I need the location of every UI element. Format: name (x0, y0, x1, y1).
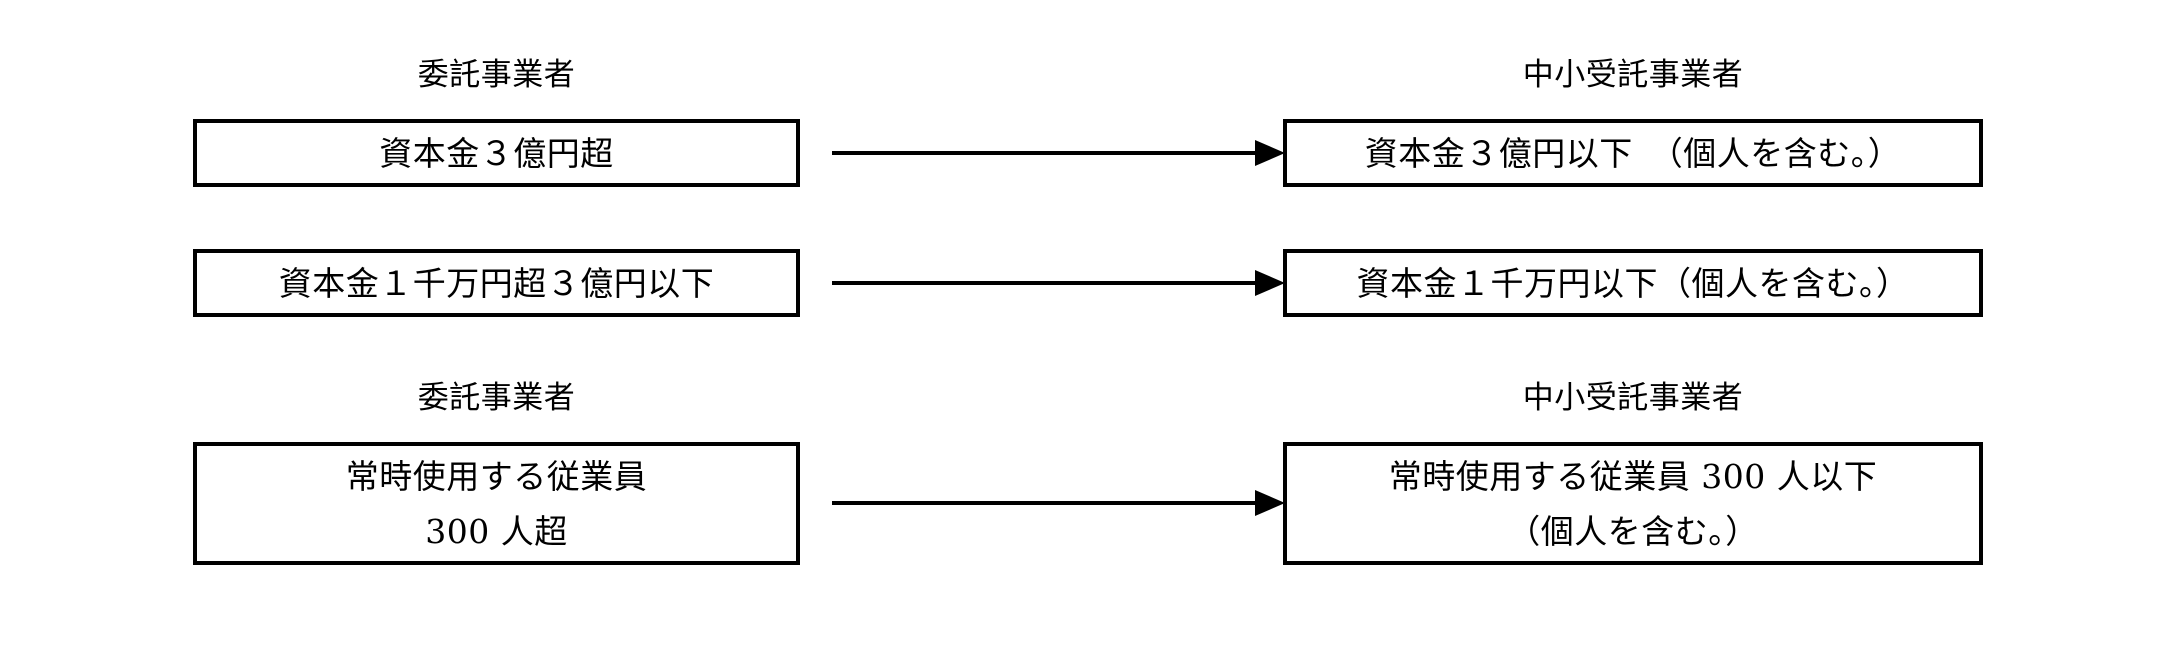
row2-right-box: 資本金１千万円以下（個人を含む。） (1283, 249, 1983, 317)
row2-arrow-shaft (832, 281, 1255, 285)
row1-right-box: 資本金３億円以下 （個人を含む。） (1283, 119, 1983, 187)
row3-arrow (832, 490, 1285, 516)
row1-left-label: 委託事業者 (417, 57, 576, 93)
row3-left-box: 常時使用する従業員 300 人超 (193, 442, 800, 565)
row1-arrow-head (1255, 140, 1285, 166)
row3-right-label: 中小受託事業者 (1522, 380, 1744, 416)
row3-right-box-line-2: （個人を含む。） (1507, 511, 1759, 551)
row3-left-label: 委託事業者 (417, 380, 576, 416)
row1-left-box-line-1: 資本金３億円超 (379, 133, 614, 173)
row1-arrow-shaft (832, 151, 1255, 155)
row3-right-box: 常時使用する従業員 300 人以下 （個人を含む。） (1283, 442, 1983, 565)
row3-arrow-head (1255, 490, 1285, 516)
row2-left-box-line-1: 資本金１千万円超３億円以下 (278, 263, 715, 303)
row3-arrow-shaft (832, 501, 1255, 505)
row1-right-label: 中小受託事業者 (1522, 57, 1744, 93)
row2-arrow (832, 270, 1285, 296)
row3-right-box-line-1: 常時使用する従業員 300 人以下 (1388, 456, 1878, 496)
row1-arrow (832, 140, 1285, 166)
row3-left-box-line-2: 300 人超 (425, 511, 568, 551)
row1-left-box: 資本金３億円超 (193, 119, 800, 187)
row1-right-box-line-1: 資本金３億円以下 （個人を含む。） (1364, 133, 1902, 173)
row2-left-box: 資本金１千万円超３億円以下 (193, 249, 800, 317)
row2-arrow-head (1255, 270, 1285, 296)
row2-right-box-line-1: 資本金１千万円以下（個人を含む。） (1356, 263, 1910, 303)
row3-left-box-line-1: 常時使用する従業員 (345, 456, 648, 496)
